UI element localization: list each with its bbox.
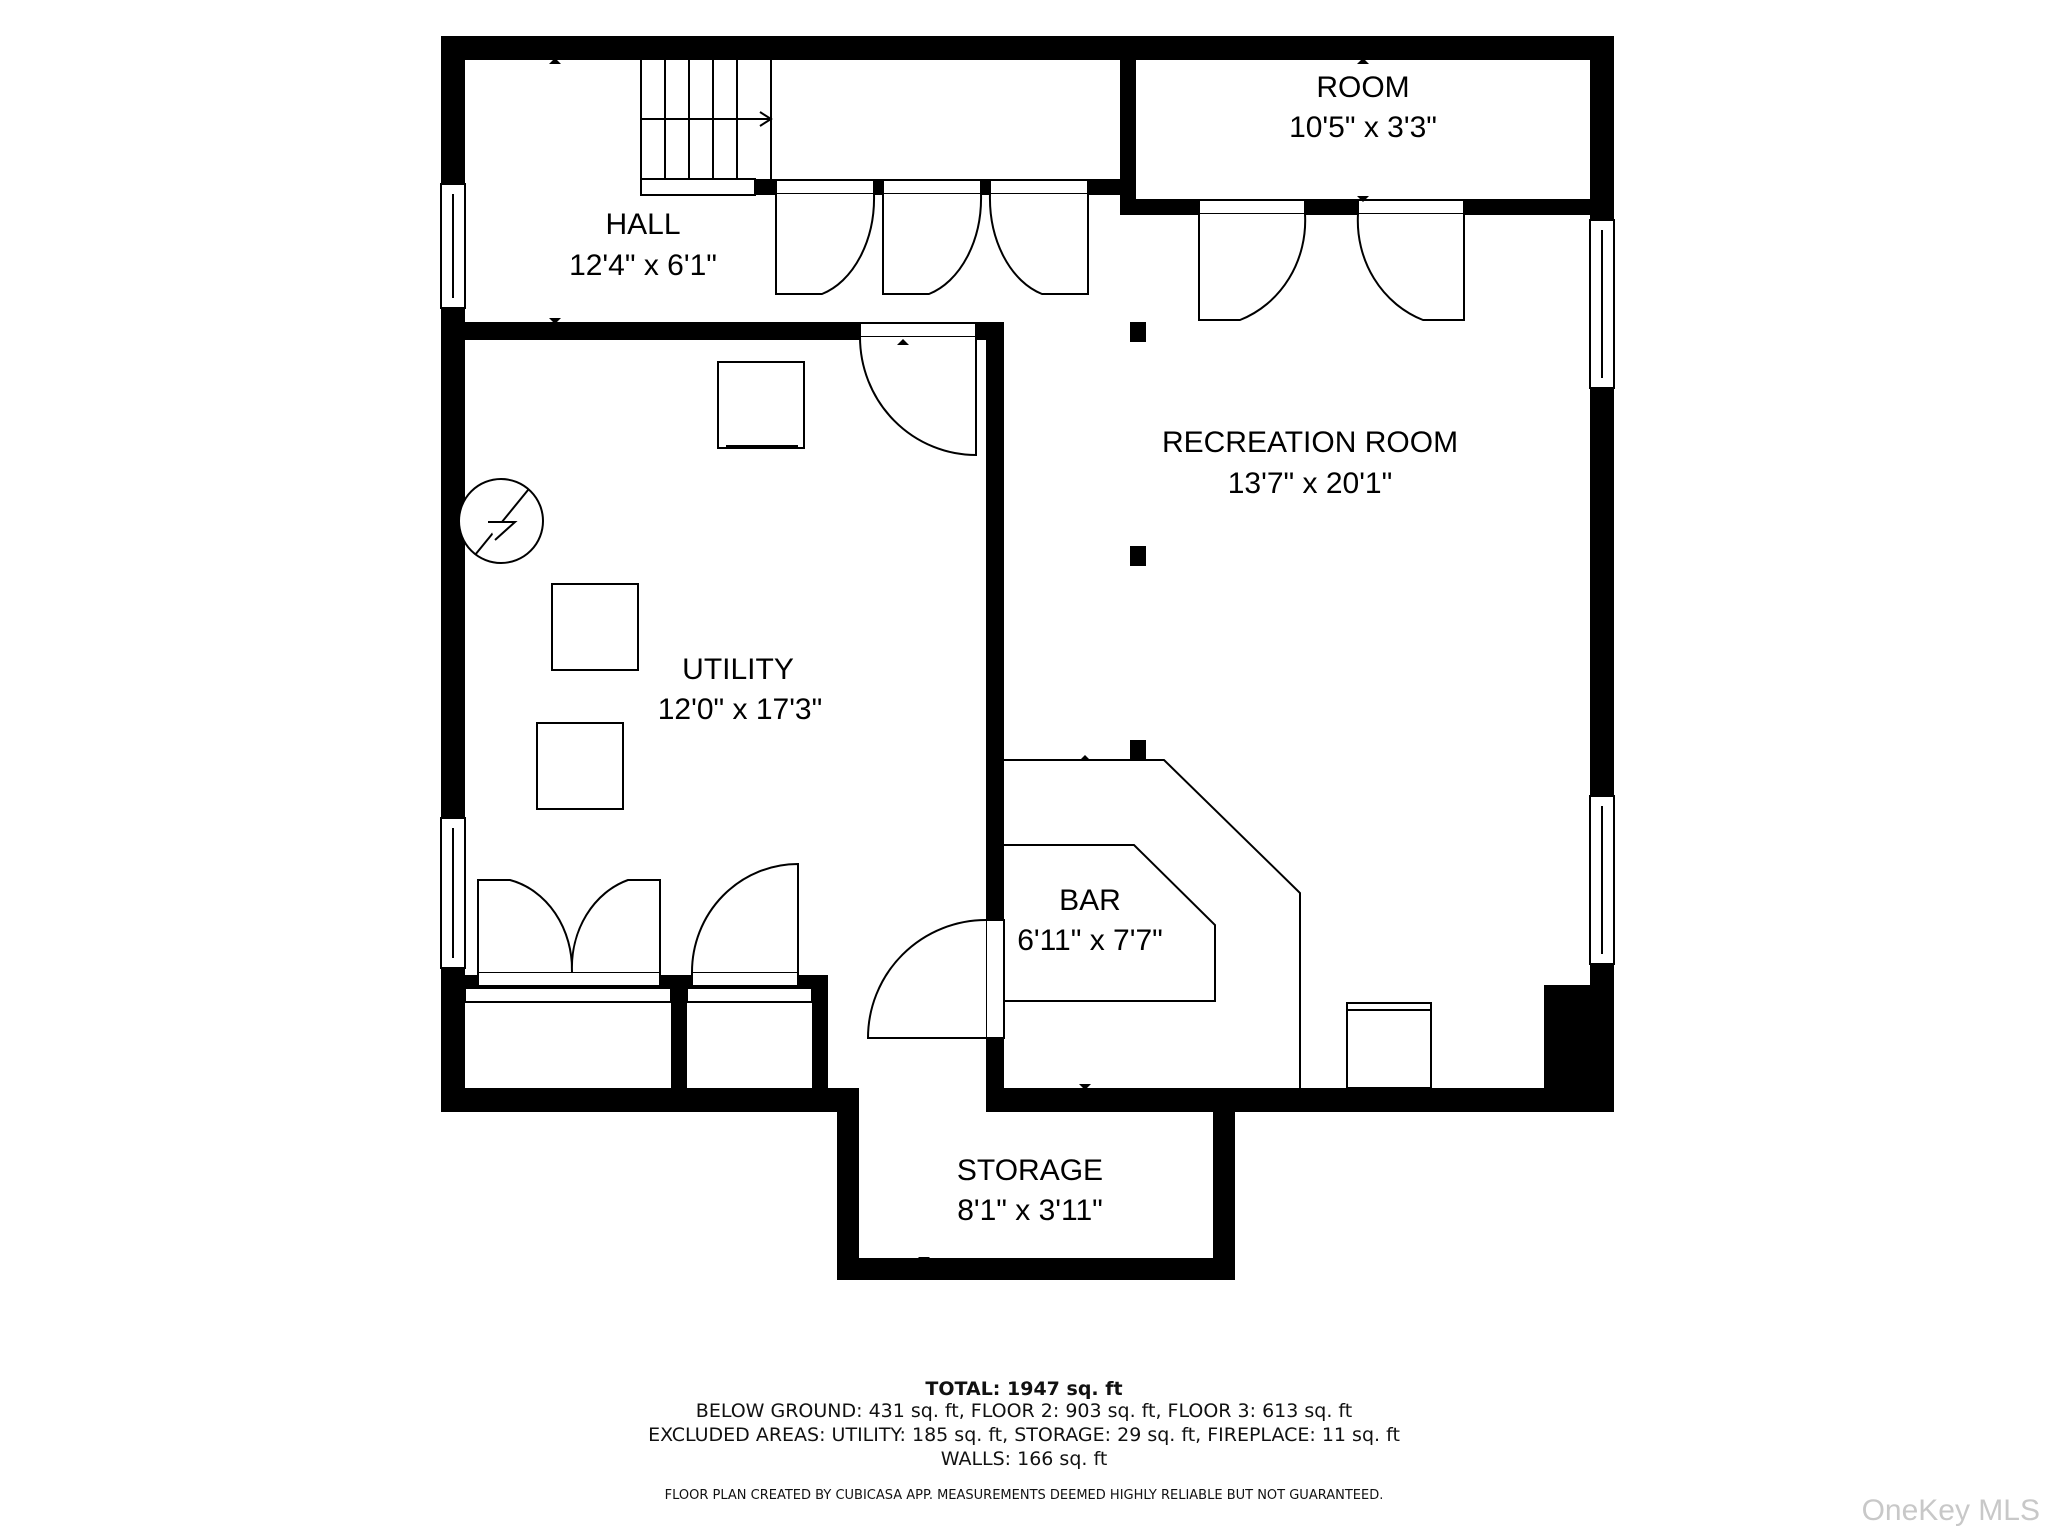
bar-dimensions: 6'11" x 7'7"	[1017, 924, 1163, 957]
doors	[464, 179, 1465, 1039]
disclaimer: FLOOR PLAN CREATED BY CUBICASA APP. MEAS…	[664, 1488, 1384, 1503]
bar-name: BAR	[1059, 884, 1121, 917]
floor-areas: BELOW GROUND: 431 sq. ft, FLOOR 2: 903 s…	[695, 1400, 1353, 1422]
room-name: ROOM	[1316, 71, 1409, 104]
stairs	[640, 60, 773, 196]
hall-dimensions: 12'4" x 6'1"	[569, 249, 717, 282]
windows	[440, 183, 1615, 969]
room-dimensions: 10'5" x 3'3"	[1289, 111, 1437, 144]
watermark: OneKey MLS	[1861, 1494, 2040, 1527]
utility-dimensions: 12'0" x 17'3"	[658, 693, 823, 726]
fixtures	[458, 361, 1432, 1089]
dimension-markers	[549, 58, 1369, 1263]
walls-area: WALLS: 166 sq. ft	[940, 1448, 1108, 1470]
hall-name: HALL	[605, 208, 680, 241]
excluded-areas: EXCLUDED AREAS: UTILITY: 185 sq. ft, STO…	[648, 1424, 1400, 1446]
recreation-name: RECREATION ROOM	[1162, 426, 1458, 459]
recreation-dimensions: 13'7" x 20'1"	[1228, 467, 1393, 500]
storage-dimensions: 8'1" x 3'11"	[957, 1194, 1103, 1227]
utility-name: UTILITY	[682, 653, 794, 686]
total-area: TOTAL: 1947 sq. ft	[925, 1378, 1123, 1400]
storage-name: STORAGE	[957, 1154, 1103, 1187]
room-labels: HALL 12'4" x 6'1" ROOM 10'5" x 3'3" RECR…	[569, 71, 1458, 1227]
